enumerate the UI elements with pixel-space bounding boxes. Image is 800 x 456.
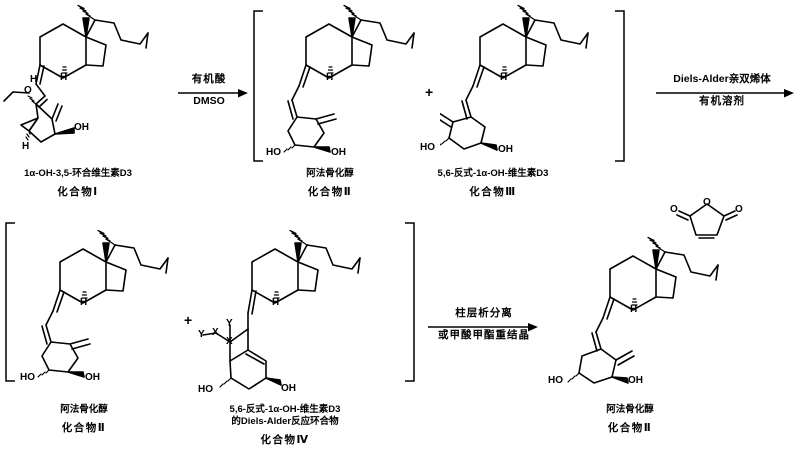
compound-2-number: 化合物Ⅱ (307, 186, 353, 198)
compound-3-oh-label: OH (498, 144, 513, 155)
arrow-2-condition-below: 有机溶剂 (699, 95, 745, 107)
compound-3-h-label: H (500, 72, 508, 83)
compound-4-oh-label: OH (281, 383, 296, 394)
compound-2b-structure (20, 225, 180, 390)
compound-2c-structure (560, 232, 735, 400)
compound-2c-h-label: H (630, 304, 638, 315)
maleic-anhydride-o-right-label: O (735, 204, 743, 215)
bracket-open-row1 (252, 10, 264, 162)
compound-2-name: 阿法骨化醇 (306, 168, 354, 179)
compound-1-number: 化合物Ⅰ (57, 186, 99, 198)
compound-3-ho-label: HO (420, 142, 435, 153)
compound-2b-name: 阿法骨化醇 (60, 404, 108, 415)
arrow-1-condition-below: DMSO (193, 95, 225, 107)
compound-4-ho-label: HO (198, 384, 213, 395)
compound-2c-ho-label: HO (548, 375, 563, 386)
bracket-open-row2 (4, 222, 16, 382)
compound-3-name: 5,6-反式-1α-OH-维生素D3 (437, 168, 549, 179)
compound-2c-number: 化合物Ⅱ (607, 422, 653, 434)
maleic-anhydride-o-left-label: O (670, 204, 678, 215)
maleic-anhydride-o-top-label: O (703, 197, 711, 208)
arrow-2-condition-above: Diels-Alder亲双烯体 (673, 73, 771, 85)
arrow-2 (656, 88, 796, 102)
compound-4-x2-label: X (212, 327, 219, 338)
compound-2-h-label: H (326, 72, 334, 83)
compound-4-name-line2: 的Diels-Alder反应环合物 (231, 416, 339, 427)
compound-1-h-vinyl-label: H (30, 74, 38, 85)
compound-1-h-ring-junction-label: H (60, 72, 68, 83)
plus-symbol-row1: + (425, 84, 434, 100)
compound-4-structure (200, 225, 385, 395)
compound-4-x1-label: X (226, 336, 233, 347)
compound-2b-ho-label: HO (20, 372, 35, 383)
compound-2b-h-label: H (80, 297, 88, 308)
compound-1-h-cyclopropane-label: H (22, 141, 30, 152)
compound-1-structure (0, 0, 185, 165)
bracket-close-row2 (404, 222, 416, 382)
bracket-close-row1 (614, 10, 626, 162)
compound-4-number: 化合物Ⅳ (260, 434, 310, 446)
compound-2b-number: 化合物Ⅱ (61, 422, 107, 434)
arrow-1 (178, 88, 250, 102)
arrow-3-condition-above: 柱层析分离 (455, 307, 513, 319)
compound-2b-oh-label: OH (85, 372, 100, 383)
compound-2-oh-label: OH (331, 147, 346, 158)
compound-2-structure (266, 0, 426, 165)
arrow-3 (428, 322, 540, 336)
compound-3-number: 化合物Ⅲ (469, 186, 517, 198)
arrow-1-condition-above: 有机酸 (191, 73, 227, 85)
compound-4-name-line1: 5,6-反式-1α-OH-维生素D3 (229, 404, 341, 415)
arrow-3-condition-below: 或甲酸甲酯重结晶 (438, 329, 530, 341)
compound-2c-oh-label: OH (628, 375, 643, 386)
compound-4-y2-label: Y (198, 329, 205, 340)
compound-3-structure (440, 0, 605, 165)
compound-1-name: 1α-OH-3,5-环合维生素D3 (24, 168, 132, 179)
compound-1-methoxy-oxygen-label: O (24, 85, 32, 96)
compound-4-h-label: H (272, 297, 280, 308)
compound-2-ho-label: HO (266, 147, 281, 158)
compound-4-y1-label: Y (226, 318, 233, 329)
plus-symbol-row2: + (184, 312, 193, 328)
maleic-anhydride-structure (672, 198, 742, 246)
compound-1-hydroxyl-label: OH (74, 122, 89, 133)
compound-2c-name: 阿法骨化醇 (606, 404, 654, 415)
